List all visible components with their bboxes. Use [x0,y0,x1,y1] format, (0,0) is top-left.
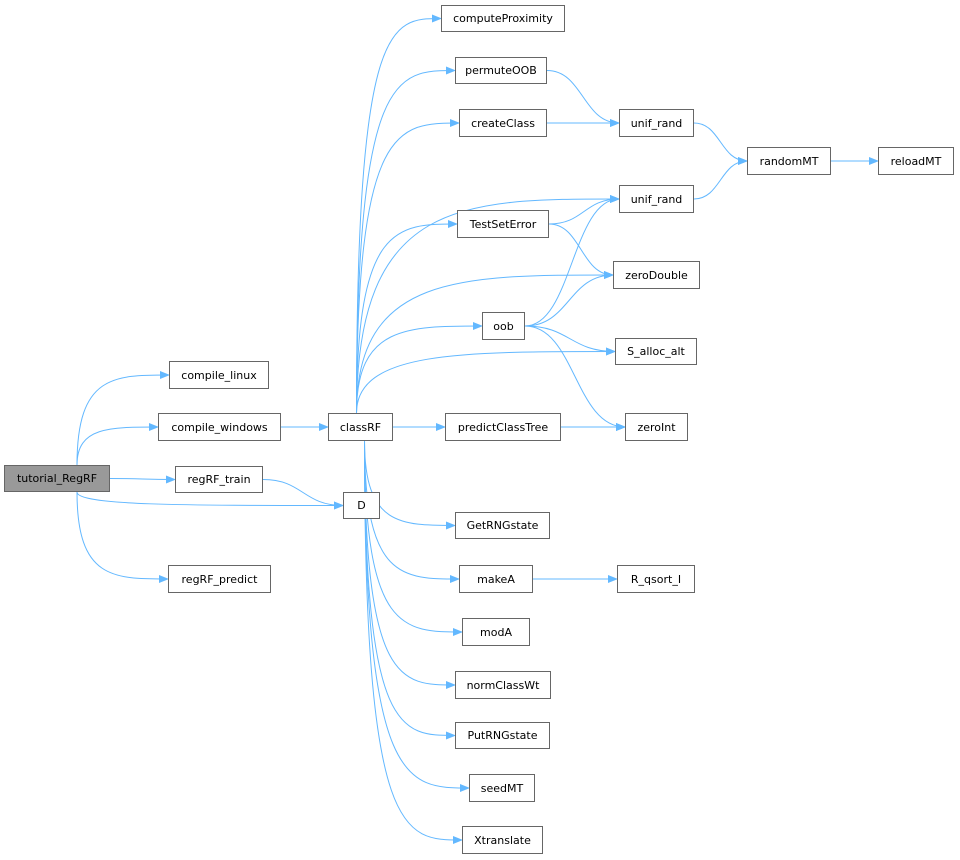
edge-classrf-to-permuteoob [356,66,456,414]
node-moda[interactable]: modA [462,618,530,646]
node-r-qsort-i[interactable]: R_qsort_I [617,565,695,593]
node-tutorial-regrf: tutorial_RegRF [4,465,110,492]
node-permuteoob[interactable]: permuteOOB [455,57,547,84]
node-classrf[interactable]: classRF [328,413,393,441]
node-createclass[interactable]: createClass [459,109,547,137]
node-oob[interactable]: oob [482,312,525,340]
node-makea[interactable]: makeA [459,565,533,593]
edge-tutorial_regrf-to-d [76,491,344,510]
node-seedmt[interactable]: seedMT [469,774,535,802]
edge-tutorial_regrf-to-regrf_train [109,475,176,484]
node-compile-windows[interactable]: compile_windows [158,413,281,441]
node-s-alloc-alt[interactable]: S_alloc_alt [615,338,697,365]
edge-classrf-to-unif_rand_2 [356,195,620,414]
node-xtranslate[interactable]: Xtranslate [462,826,543,854]
node-getrngstate[interactable]: GetRNGstate [455,512,550,539]
edge-classrf-to-xtranslate [364,440,463,844]
node-reloadmt[interactable]: reloadMT [878,147,954,175]
edge-classrf-to-normclasswt [364,440,456,689]
node-d[interactable]: D [343,492,380,519]
edge-oob-to-zeroint [524,325,626,431]
node-unif-rand-1[interactable]: unif_rand [619,109,694,137]
edge-tutorial_regrf-to-compile_windows [76,423,159,466]
node-randommt[interactable]: randomMT [747,147,831,175]
node-testseterror[interactable]: TestSetError [457,210,549,238]
edge-unif_rand_1-to-randommt [693,122,748,165]
node-regrf-predict[interactable]: regRF_predict [168,565,271,593]
edge-oob-to-zerodouble [524,271,614,327]
edge-classrf-to-makea [364,440,460,583]
node-zerodouble[interactable]: zeroDouble [613,261,700,289]
node-computeproximity[interactable]: computeProximity [441,5,565,32]
node-zeroint[interactable]: zeroInt [625,413,688,441]
node-compile-linux[interactable]: compile_linux [169,361,269,389]
node-predictclasstree[interactable]: predictClassTree [445,413,561,441]
edge-classrf-to-moda [364,440,463,636]
node-regrf-train[interactable]: regRF_train [175,466,263,493]
node-normclasswt[interactable]: normClassWt [455,671,551,699]
edge-classrf-to-computeproximity [356,14,442,414]
edge-oob-to-unif_rand_2 [524,195,620,327]
node-unif-rand-2[interactable]: unif_rand [619,185,694,213]
edge-tutorial_regrf-to-regrf_predict [76,491,169,583]
edge-oob-to-s_alloc_alt [524,325,616,356]
edge-classrf-to-s_alloc_alt [356,347,616,414]
edge-classrf-to-oob [356,322,483,414]
edge-classrf-to-getrngstate [364,440,456,530]
edge-classrf-to-seedmt [364,440,470,792]
edge-permuteoob-to-unif_rand_1 [546,70,620,127]
node-putrngstate[interactable]: PutRNGstate [455,722,550,749]
edge-testseterror-to-zerodouble [548,223,614,279]
edge-classrf-to-testseterror [356,220,458,414]
edge-tutorial_regrf-to-compile_linux [76,371,170,466]
edge-classrf-to-createclass [356,119,460,414]
edge-unif_rand_2-to-randommt [693,157,748,200]
edge-regrf_train-to-d [262,479,344,510]
edge-classrf-to-putrngstate [364,440,456,740]
edge-classrf-to-zerodouble [356,271,614,414]
edge-testseterror-to-unif_rand_2 [548,195,620,225]
